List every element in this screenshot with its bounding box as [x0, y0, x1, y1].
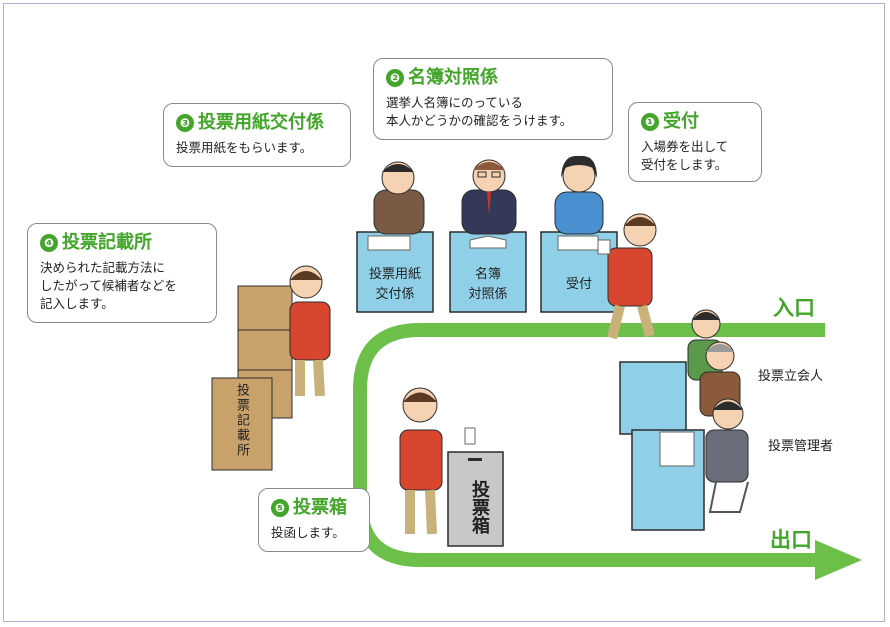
- step-number-2: ❷: [386, 69, 404, 87]
- step-number-4: ❹: [40, 234, 58, 252]
- manager-table: [631, 429, 705, 531]
- step-desc-ballot-box: 投函します。: [271, 525, 345, 540]
- booth-label: 投票記載所: [234, 383, 249, 458]
- step-title-ballot-box: 投票箱: [293, 497, 347, 518]
- exit-label: 出口: [770, 528, 812, 552]
- step-title-booth: 投票記載所: [62, 232, 152, 253]
- manager-label: 投票管理者: [768, 439, 834, 454]
- step-number-5: ❺: [271, 499, 289, 517]
- voter-reception: [597, 213, 657, 340]
- step-title-issue: 投票用紙交付係: [198, 112, 324, 133]
- voter-booth: [289, 265, 331, 397]
- step-title-roster: 名簿対照係: [408, 67, 498, 88]
- exit-arrowhead: [815, 540, 862, 580]
- step-desc-reception: 入場券を出して 受付をします。: [641, 139, 729, 172]
- desk-label-issue: 投票用紙 交付係: [368, 267, 421, 302]
- step-number-3: ❸: [176, 114, 194, 132]
- staff-reception: [554, 155, 604, 235]
- staff-roster: [461, 159, 517, 235]
- desk-label-reception: 受付: [565, 277, 592, 292]
- ballot-box-label: 投票箱: [469, 480, 490, 534]
- step-desc-roster: 選挙人名簿にのっている 本人かどうかの確認をうけます。: [386, 95, 573, 128]
- witness-table: [619, 361, 687, 435]
- voter-ballot: [399, 387, 476, 535]
- voting-booths: [211, 285, 293, 471]
- entrance-label: 入口: [773, 296, 815, 320]
- manager-person: [705, 398, 749, 513]
- step-desc-issue: 投票用紙をもらいます。: [176, 140, 313, 155]
- staff-issue: [373, 161, 425, 235]
- step-title-reception: 受付: [663, 111, 699, 132]
- step-number-1: ❶: [641, 113, 659, 131]
- witness-label: 投票立会人: [758, 369, 824, 384]
- step-desc-booth: 決められた記載方法に したがって候補者などを 記入します。: [40, 260, 177, 311]
- desk-label-roster: 名簿 対照係: [468, 267, 508, 302]
- ballot-box: [447, 451, 504, 547]
- flow-path: [353, 323, 862, 580]
